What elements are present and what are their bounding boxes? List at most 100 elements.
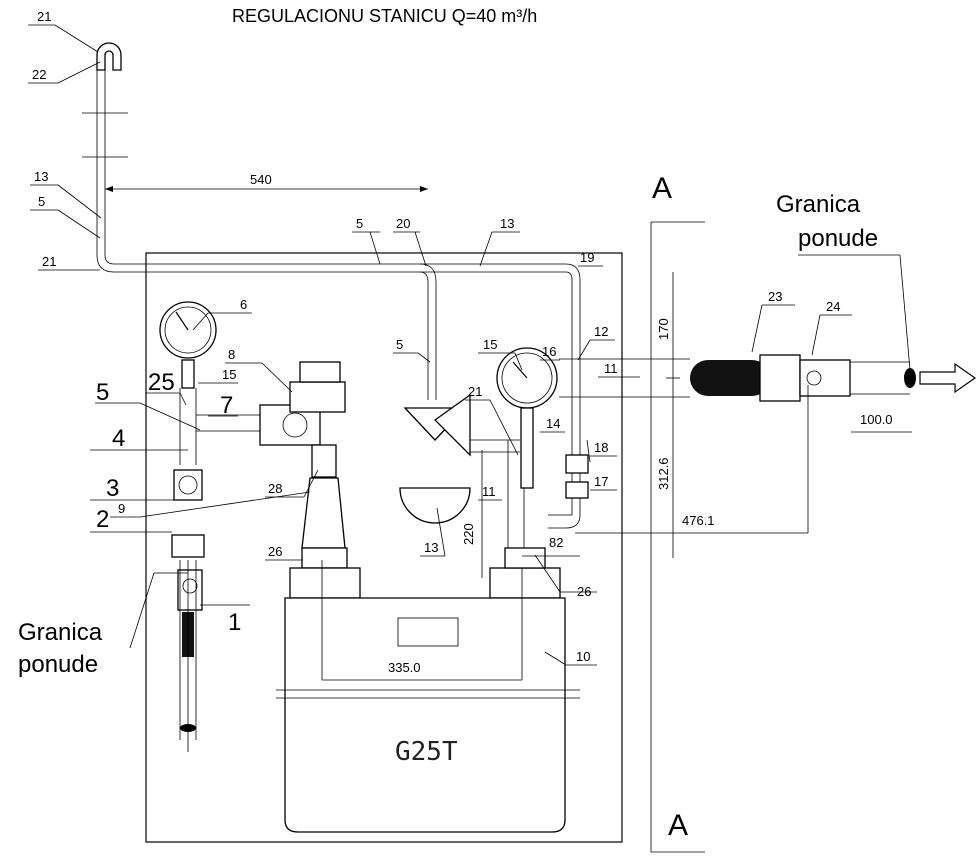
left-riser	[179, 388, 197, 465]
gauge-left-stem	[181, 359, 195, 389]
boundary-label-left-1: Granica	[18, 619, 103, 646]
filter-to-gauge-pipe	[470, 439, 520, 453]
callout-5-drop: 5	[396, 337, 403, 352]
dim-170-text: 170	[656, 318, 671, 340]
callout-19: 19	[580, 250, 594, 265]
ball-valve-body	[173, 469, 203, 501]
drawing-title: REGULACIONU STANICU Q=40 m³/h	[232, 6, 537, 26]
callout-8: 8	[228, 347, 235, 362]
pressure-gauge-left-inner	[164, 306, 212, 354]
gauge-left-needle	[175, 311, 189, 331]
outlet-pipe-end	[850, 361, 910, 395]
callout-11-top: 11	[604, 361, 618, 376]
gas-meter-body	[284, 597, 566, 833]
callout-26-left: 26	[268, 544, 282, 559]
callout-21-top: 21	[37, 9, 51, 24]
callout-5-valve: 5	[96, 379, 109, 406]
outlet-elbow	[548, 514, 581, 529]
small-valve-18	[565, 454, 589, 474]
callout-3: 3	[106, 475, 119, 502]
callout-7: 7	[220, 392, 233, 419]
outlet-pipe	[559, 358, 690, 398]
callout-21-right: 21	[468, 384, 482, 399]
callout-11-low: 11	[482, 484, 496, 499]
dim-312-text: 312.6	[656, 457, 671, 490]
boundary-leader-right-2	[899, 254, 911, 371]
shutoff-valve-handle	[182, 578, 198, 594]
regulator-port	[282, 412, 308, 438]
valve-24-handle	[806, 370, 822, 386]
main-pipe-horizontal	[420, 263, 581, 515]
meter-nut-right	[489, 567, 561, 599]
union-nut	[171, 534, 205, 558]
union-23	[759, 354, 801, 402]
callout-4: 4	[112, 425, 125, 452]
callout-2: 2	[96, 506, 109, 533]
section-mark-top: A	[652, 172, 672, 205]
section-mark-bottom: A	[668, 809, 688, 842]
callout-23: 23	[768, 289, 782, 304]
callout-24: 24	[826, 299, 840, 314]
callout-16: 16	[542, 344, 556, 359]
callout-15-left: 15	[222, 367, 236, 382]
vent-pipe-hook	[96, 42, 122, 71]
callout-12: 12	[594, 324, 608, 339]
regulator-branch-pipe	[196, 414, 260, 432]
callout-14: 14	[546, 416, 560, 431]
dim-100-text: 100.0	[860, 412, 893, 427]
outlet-boundary-dot	[904, 368, 916, 388]
callout-22: 22	[32, 67, 46, 82]
inlet-pipe	[179, 560, 197, 752]
callout-13-low: 13	[424, 540, 438, 555]
callout-5-left: 5	[38, 194, 45, 209]
gauge-right-stem	[520, 407, 534, 489]
regulator-outlet-stub	[311, 444, 337, 478]
ball-valve-ball	[178, 475, 198, 495]
flex-connector	[690, 360, 770, 396]
boundary-leader-left	[129, 572, 155, 649]
callout-20: 20	[396, 216, 410, 231]
callout-10: 10	[576, 649, 590, 664]
outlet-arrow	[919, 362, 977, 394]
right-riser	[507, 440, 525, 548]
callout-leaders	[28, 24, 852, 666]
dim-220-text: 220	[461, 523, 476, 545]
shutoff-valve-body	[177, 569, 203, 611]
callout-15-right: 15	[483, 337, 497, 352]
regulator-cap	[299, 361, 341, 383]
gauge-right-needle	[512, 361, 528, 379]
callout-5-mid: 5	[356, 216, 363, 231]
dim-540-arrow-r	[420, 186, 428, 192]
callout-6: 6	[240, 297, 247, 312]
callout-17: 17	[594, 474, 608, 489]
pressure-gauge-right-inner	[501, 352, 553, 404]
boundary-label-left-2: ponude	[18, 651, 98, 678]
callout-13-left: 13	[34, 169, 48, 184]
callout-1: 1	[228, 609, 241, 636]
small-valve-17	[565, 481, 589, 499]
callout-18: 18	[594, 440, 608, 455]
callout-25: 25	[148, 369, 175, 396]
meter-display-window	[397, 617, 459, 647]
callout-28: 28	[268, 481, 282, 496]
cabinet-frame	[145, 252, 623, 843]
dim-540-text: 540	[250, 172, 272, 187]
dim-335-text: 335.0	[388, 660, 421, 675]
dim-540-arrow-l	[105, 186, 113, 192]
drop-pipe	[419, 263, 437, 400]
dim-476-text: 476.1	[682, 513, 715, 528]
vent-pipe-vertical	[96, 60, 420, 273]
meter-inlet-connector	[301, 547, 348, 569]
boundary-label-right-1: Granica	[776, 191, 861, 218]
boundary-label-right-2: ponude	[798, 225, 878, 252]
catch-bowl	[399, 487, 471, 524]
inlet-pipe-end	[180, 724, 196, 732]
callout-9: 9	[118, 501, 125, 516]
valve-24	[799, 359, 851, 397]
dim-82-text: 82	[549, 535, 563, 550]
meter-outlet-connector	[504, 547, 546, 569]
regulator-top	[289, 381, 346, 413]
callout-13-top: 13	[500, 216, 514, 231]
callout-21-left: 21	[42, 254, 56, 269]
